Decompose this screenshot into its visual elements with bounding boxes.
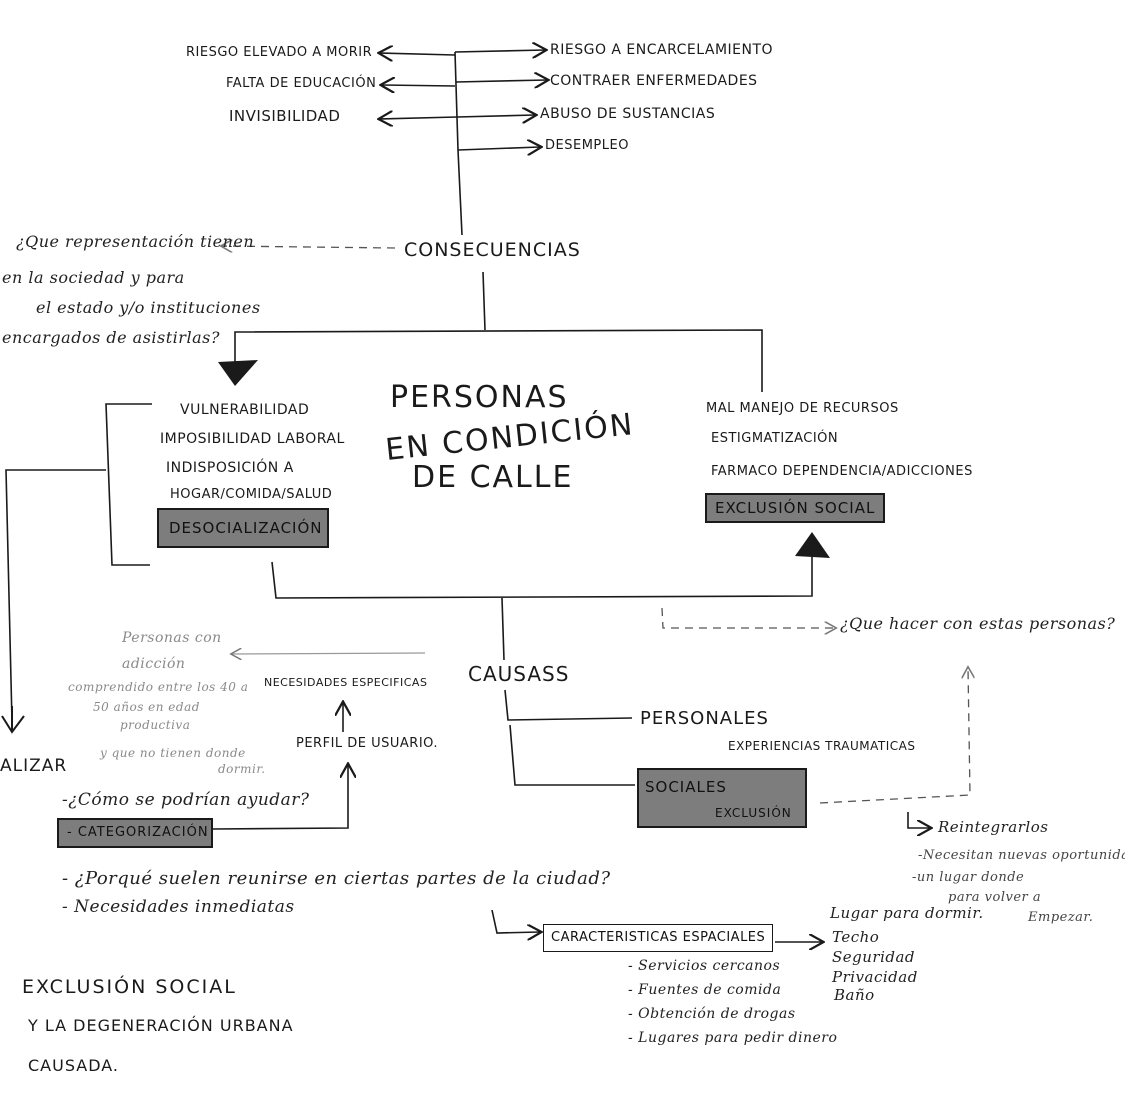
consequence-left-3: INVISIBILIDAD [229,107,341,125]
needs-faint-5: productiva [120,718,191,732]
necesidades-especificas: NECESIDADES ESPECIFICAS [264,676,428,689]
arrow-desempleo [457,147,540,150]
sociales-label: SOCIALES [645,778,727,796]
analyze-q3: - Necesidades inmediatas [62,897,295,917]
needs-faint-3: comprendido entre los 40 a [68,680,249,694]
reintegration-line-2: -un lugar donde [912,870,1025,885]
analyze-q1: -¿Cómo se podrían ayudar? [62,790,310,810]
triangle-right [795,532,830,558]
title-line-1: PERSONAS [390,380,569,415]
left-item-1: VULNERABILIDAD [180,402,310,418]
sociales-box: SOCIALES EXCLUSIÓN [637,768,807,828]
needs-faint-6: y que no tienen donde [100,746,246,760]
title-line-3: DE CALLE [412,460,574,495]
arrow-riesgo-morir [380,53,456,55]
spatial-right-3: Seguridad [832,948,916,966]
reintegration-line-3: para volver a [948,890,1042,905]
consequence-right-4: DESEMPLEO [545,138,629,153]
right-item-3: FARMACO DEPENDENCIA/ADICCIONES [711,464,973,479]
desocializacion-box: DESOCIALIZACIÓN [157,508,329,548]
spatial-item-1: - Servicios cercanos [628,958,781,974]
spatial-item-4: - Lugares para pedir dinero [628,1030,838,1046]
hacer-question: ¿Que hacer con estas personas? [840,614,1116,633]
categorizacion-box: - CATEGORIZACIÓN [57,818,213,848]
dashed-from-sociales [819,668,970,804]
footer-line-1: EXCLUSIÓN SOCIAL [22,976,237,998]
desocializacion-label: DESOCIALIZACIÓN [169,519,323,537]
left-item-2: IMPOSIBILIDAD LABORAL [160,431,345,447]
consecuencias-label: CONSECUENCIAS [404,239,581,261]
consequence-right-3: ABUSO DE SUSTANCIAS [540,106,716,122]
reintegration-line-4: Empezar. [1028,910,1094,925]
arrow-encarcelamiento [454,50,545,52]
caracteristicas-espaciales-label: CARACTERISTICAS ESPACIALES [551,930,766,945]
arrow-abuso [456,115,535,117]
consequence-left-2: FALTA DE EDUCACIÓN [226,76,377,91]
spatial-right-4: Privacidad [832,968,918,986]
left-cluster-bracket [105,403,152,566]
arrow-enfermedades [455,80,547,82]
spatial-item-2: - Fuentes de comida [628,982,782,998]
needs-faint-2: adicción [122,656,186,672]
arrow-invisibilidad [380,117,458,119]
experiencias-label: EXPERIENCIAS TRAUMATICAS [728,739,916,753]
arrow-falta-educacion [382,85,456,86]
reintegration-line-1: -Necesitan nuevas oportunidades [918,848,1125,863]
reintegration-title: Reintegrarlos [938,818,1049,836]
consequences-bracket [234,329,763,392]
needs-faint-4: 50 años en edad [93,700,200,714]
left-item-3: INDISPOSICIÓN A [166,460,294,476]
exclusion-label: EXCLUSIÓN [715,806,792,820]
needs-faint-1: Personas con [122,630,222,646]
exclusion-social-box: EXCLUSIÓN SOCIAL [705,493,885,523]
consequences-question-4: encargados de asistirlas? [2,328,220,347]
exclusion-social-label: EXCLUSIÓN SOCIAL [715,499,876,517]
consequence-right-1: RIESGO A ENCARCELAMIENTO [550,42,774,58]
consequences-question-2: en la sociedad y para [2,268,185,287]
consequences-question-3: el estado y/o instituciones [36,298,261,317]
dashed-to-question [222,246,396,248]
caracteristicas-espaciales-box: CARACTERISTICAS ESPACIALES [543,924,773,952]
personales-label: PERSONALES [640,708,769,729]
causas-label: CAUSASS [468,662,570,686]
left-item-4: HOGAR/COMIDA/SALUD [170,487,333,502]
consequences-question-1: ¿Que representación tienen [16,232,255,251]
triangle-left [218,360,258,386]
analyze-q2: - ¿Porqué suelen reunirse en ciertas par… [62,868,611,889]
causes-bracket [271,556,813,599]
right-item-2: ESTIGMATIZACIÓN [711,431,839,446]
spatial-right-5: Baño [834,986,875,1004]
footer-line-3: CAUSADA. [28,1056,120,1075]
categorizacion-label: - CATEGORIZACIÓN [67,825,209,840]
spatial-right-1: Lugar para dormir. [830,904,984,922]
analizar-label: ALIZAR [0,756,68,776]
dashed-to-hacer [661,607,835,628]
consequence-right-2: CONTRAER ENFERMEDADES [550,73,758,89]
perfil-usuario: PERFIL DE USUARIO. [296,736,439,751]
consequence-left-1: RIESGO ELEVADO A MORIR [186,45,373,60]
right-item-1: MAL MANEJO DE RECURSOS [706,401,899,416]
spatial-right-2: Techo [832,928,880,946]
needs-faint-7: dormir. [218,762,266,776]
consequences-trunk [454,51,463,236]
spatial-item-3: - Obtención de drogas [628,1006,796,1022]
footer-line-2: Y LA DEGENERACIÓN URBANA [28,1016,294,1035]
